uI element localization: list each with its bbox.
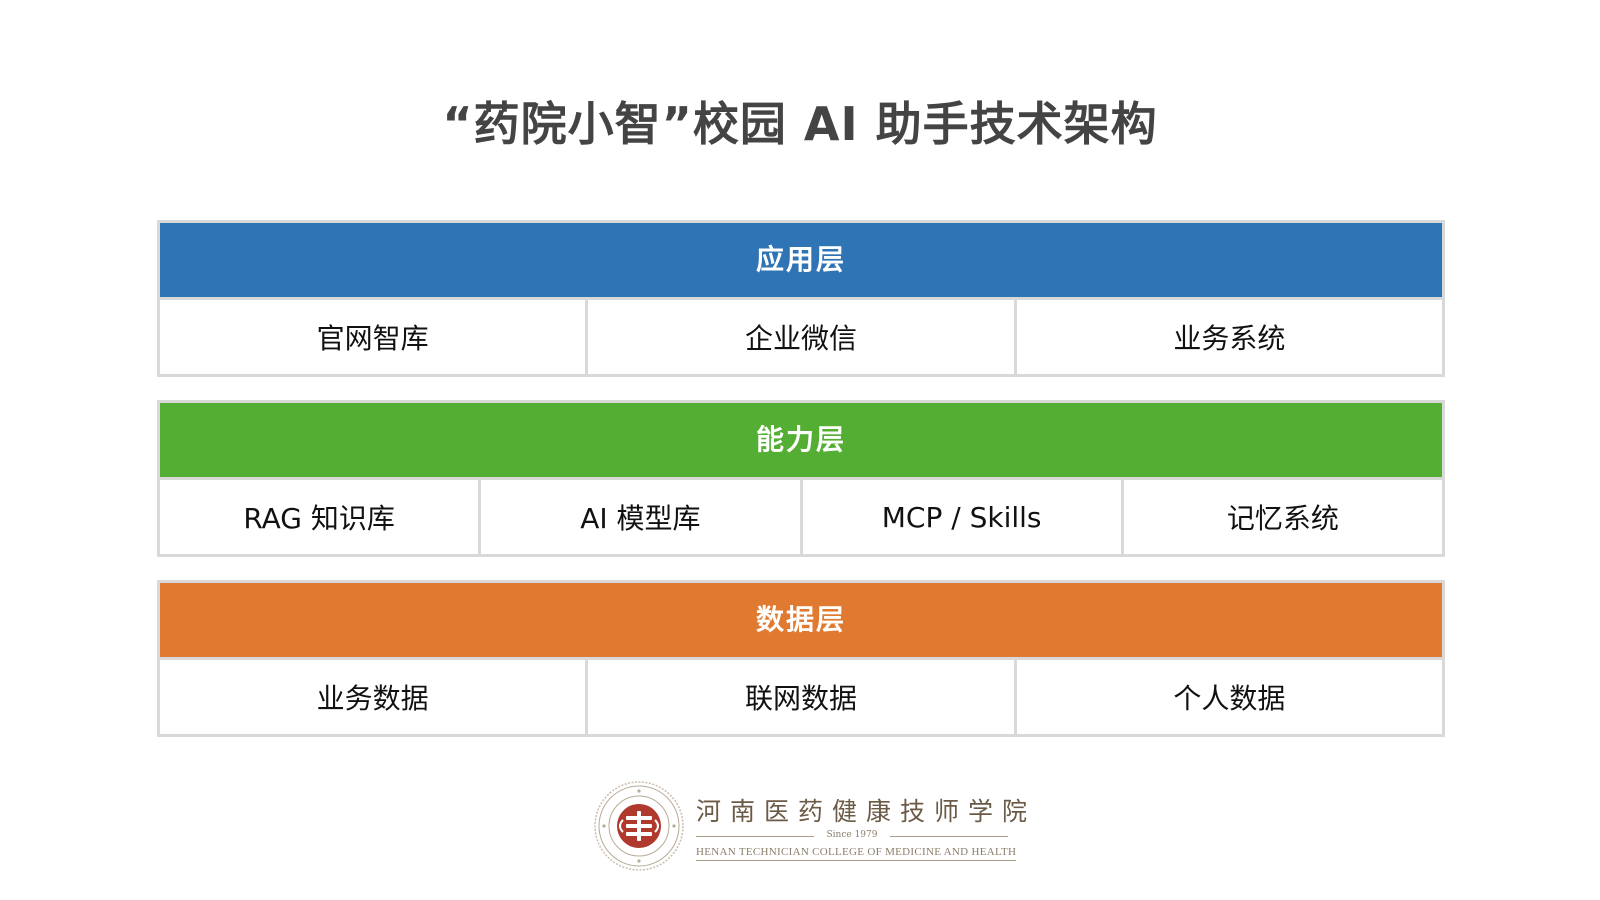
data-item: 个人数据 [1016, 660, 1442, 734]
data-layer-header: 数据层 [160, 583, 1442, 657]
application-layer-header: 应用层 [160, 223, 1442, 297]
college-logo: 河南医药健康技师学院 Since 1979 HENAN TECHNICIAN C… [593, 780, 1027, 875]
college-seal-icon [594, 781, 684, 871]
college-since: Since 1979 [826, 830, 878, 840]
data-layer: 数据层 业务数据 联网数据 个人数据 [157, 580, 1445, 737]
data-item: 业务数据 [160, 660, 586, 734]
college-name-cn: 河南医药健康技师学院 [696, 797, 1037, 826]
application-layer: 应用层 官网智库 企业微信 业务系统 [157, 220, 1445, 377]
page-title: “药院小智”校园 AI 助手技术架构 [442, 97, 1158, 151]
capability-item: 记忆系统 [1123, 480, 1442, 554]
since-rule-left [696, 836, 814, 837]
application-item: 官网智库 [160, 300, 586, 374]
data-layer-items: 业务数据 联网数据 个人数据 [160, 660, 1442, 734]
application-item: 企业微信 [588, 300, 1014, 374]
capability-layer-header: 能力层 [160, 403, 1442, 477]
capability-item: RAG 知识库 [160, 480, 479, 554]
capability-layer: 能力层 RAG 知识库 AI 模型库 MCP / Skills 记忆系统 [157, 400, 1445, 557]
application-layer-items: 官网智库 企业微信 业务系统 [160, 300, 1442, 374]
capability-item: MCP / Skills [802, 480, 1121, 554]
capability-item: AI 模型库 [481, 480, 800, 554]
since-row: Since 1979 [696, 830, 1008, 842]
since-rule-right [890, 836, 1008, 837]
capability-layer-items: RAG 知识库 AI 模型库 MCP / Skills 记忆系统 [160, 480, 1442, 554]
application-item: 业务系统 [1016, 300, 1442, 374]
college-name-en: HENAN TECHNICIAN COLLEGE OF MEDICINE AND… [696, 846, 1017, 861]
data-item: 联网数据 [588, 660, 1014, 734]
